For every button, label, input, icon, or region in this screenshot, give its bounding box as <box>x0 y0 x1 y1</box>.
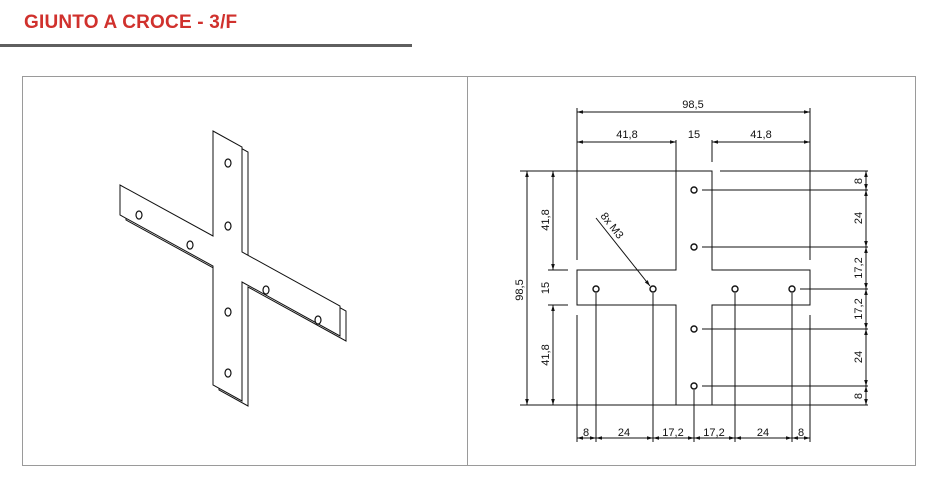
dim-right: 8 <box>853 178 865 184</box>
dim-bottom: 17,2 <box>662 427 683 439</box>
dim-bottom: 8 <box>798 427 804 439</box>
dim-left-arm: 41,8 <box>616 129 637 141</box>
dim-center: 15 <box>688 129 700 141</box>
dim-overall-width: 98,5 <box>682 99 703 111</box>
drawing-frame <box>22 76 916 466</box>
panel-divider <box>467 76 468 466</box>
plan-holes <box>592 186 796 390</box>
dim-overall-height: 98,5 <box>514 279 526 300</box>
hole-callout-leader <box>595 217 651 287</box>
dim-bottom: 8 <box>583 427 589 439</box>
dim-top-arm: 41,8 <box>540 209 552 230</box>
dim-right-arm: 41,8 <box>750 129 771 141</box>
dim-bottom-arm: 41,8 <box>540 344 552 365</box>
dim-right: 17,2 <box>853 298 865 319</box>
dimension-labels: 98,5 41,8 15 41,8 98,5 41,8 15 41,8 8x M… <box>514 99 865 439</box>
page-title: GIUNTO A CROCE - 3/F <box>24 12 238 33</box>
isometric-view <box>119 130 347 407</box>
dim-bottom: 24 <box>618 427 630 439</box>
dim-bottom: 17,2 <box>703 427 724 439</box>
dim-center-vertical: 15 <box>540 282 552 294</box>
dim-right: 24 <box>853 351 865 363</box>
iso-holes <box>135 158 322 378</box>
dimension-lines <box>525 110 868 440</box>
plan-view <box>520 108 868 442</box>
dim-bottom: 24 <box>757 427 769 439</box>
title-underline <box>0 44 412 47</box>
dim-right: 8 <box>853 393 865 399</box>
dim-right: 17,2 <box>853 257 865 278</box>
dim-right: 24 <box>853 212 865 224</box>
plate-top-face <box>119 130 341 402</box>
extension-lines <box>520 108 868 442</box>
plate-outline <box>576 170 811 406</box>
